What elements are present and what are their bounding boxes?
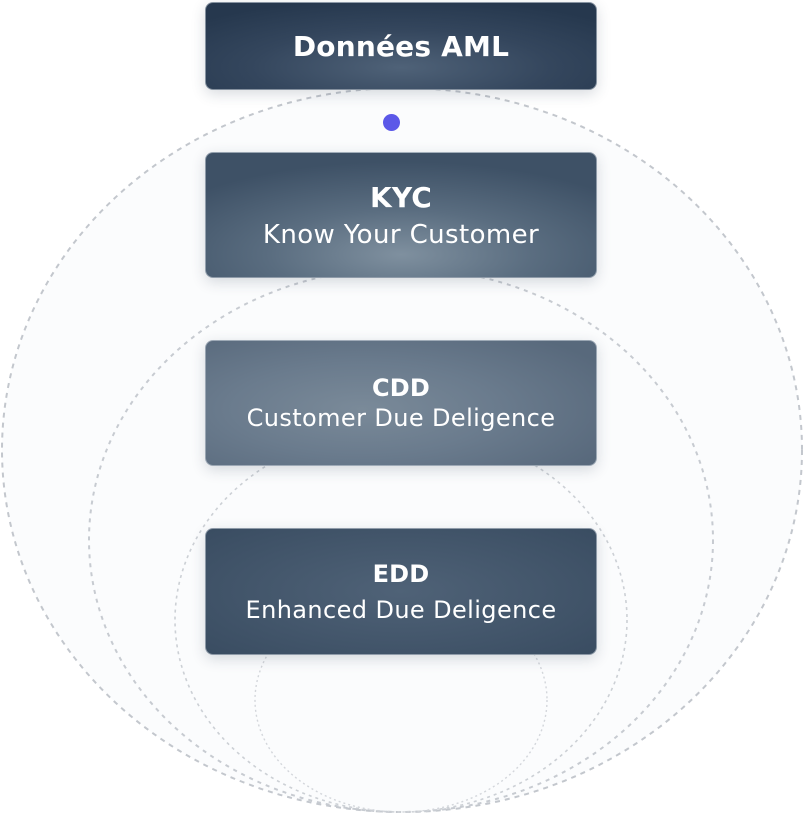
node-title: Données AML: [292, 29, 510, 63]
node-edd: EDD Enhanced Due Deligence: [205, 528, 597, 655]
node-kyc: KYC Know Your Customer: [205, 152, 597, 278]
node-title: CDD: [371, 374, 431, 402]
node-subtitle: Enhanced Due Deligence: [245, 595, 557, 624]
connector-dot: [383, 114, 400, 131]
node-title: EDD: [372, 559, 430, 588]
node-cdd: CDD Customer Due Deligence: [205, 340, 597, 466]
node-subtitle: Know Your Customer: [262, 219, 540, 250]
node-title: KYC: [369, 180, 433, 214]
node-subtitle: Customer Due Deligence: [246, 404, 556, 432]
node-donnees-aml: Données AML: [205, 2, 597, 90]
ring-cdd: [174, 427, 628, 813]
